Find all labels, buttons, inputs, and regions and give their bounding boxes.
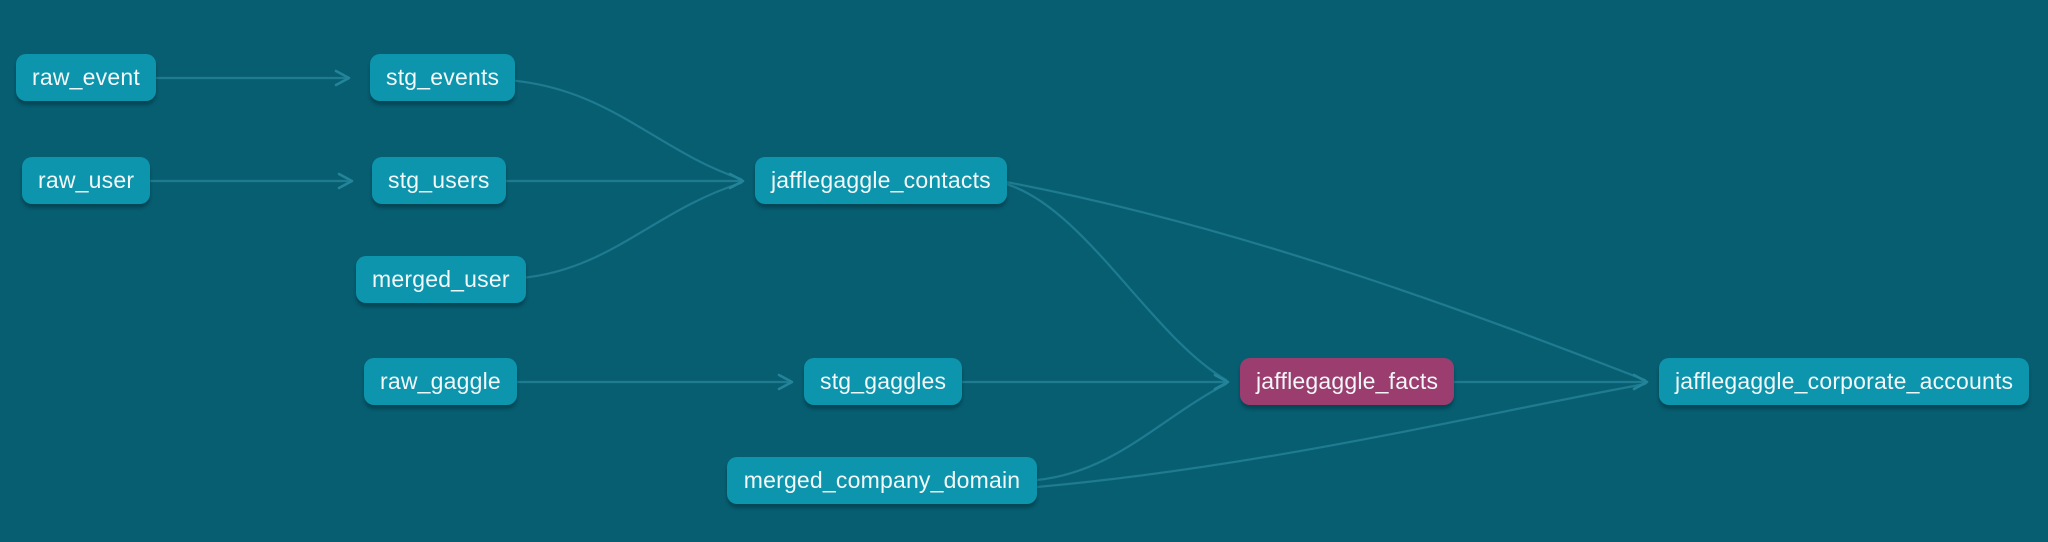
dag-node-raw_gaggle[interactable]: raw_gaggle xyxy=(364,358,517,405)
dag-node-stg_users[interactable]: stg_users xyxy=(372,157,506,204)
dag-node-jafflegaggle_corporate_accounts[interactable]: jafflegaggle_corporate_accounts xyxy=(1659,358,2030,405)
dag-node-merged_company_domain[interactable]: merged_company_domain xyxy=(727,457,1037,504)
edge-stg_events-to-jafflegaggle_contacts xyxy=(505,78,743,181)
dag-node-stg_gaggles[interactable]: stg_gaggles xyxy=(804,358,963,405)
edge-jafflegaggle_contacts-to-jafflegaggle_corporate_accounts xyxy=(1004,180,1647,382)
arrowhead-icon-stg_gaggles xyxy=(777,373,794,391)
arrowhead-icon-jafflegaggle_corporate_accounts xyxy=(1632,373,1649,391)
arrowhead-icon-jafflegaggle_facts xyxy=(1213,373,1230,391)
dag-node-stg_events[interactable]: stg_events xyxy=(370,54,516,101)
dag-node-jafflegaggle_contacts[interactable]: jafflegaggle_contacts xyxy=(755,157,1007,204)
edge-merged_company_domain-to-jafflegaggle_corporate_accounts xyxy=(1035,382,1647,489)
dag-node-raw_user[interactable]: raw_user xyxy=(22,157,151,204)
dag-node-raw_event[interactable]: raw_event xyxy=(16,54,156,101)
arrowhead-icon-stg_events xyxy=(334,69,351,87)
dag-node-jafflegaggle_facts[interactable]: jafflegaggle_facts xyxy=(1240,358,1455,405)
edge-merged_company_domain-to-jafflegaggle_facts xyxy=(1035,382,1228,482)
edge-jafflegaggle_contacts-to-jafflegaggle_facts xyxy=(1004,182,1228,382)
arrowhead-icon-jafflegaggle_contacts xyxy=(728,172,745,190)
arrowhead-icon-stg_users xyxy=(337,172,354,190)
edge-merged_user-to-jafflegaggle_contacts xyxy=(519,181,743,280)
dag-node-merged_user[interactable]: merged_user xyxy=(356,256,526,303)
